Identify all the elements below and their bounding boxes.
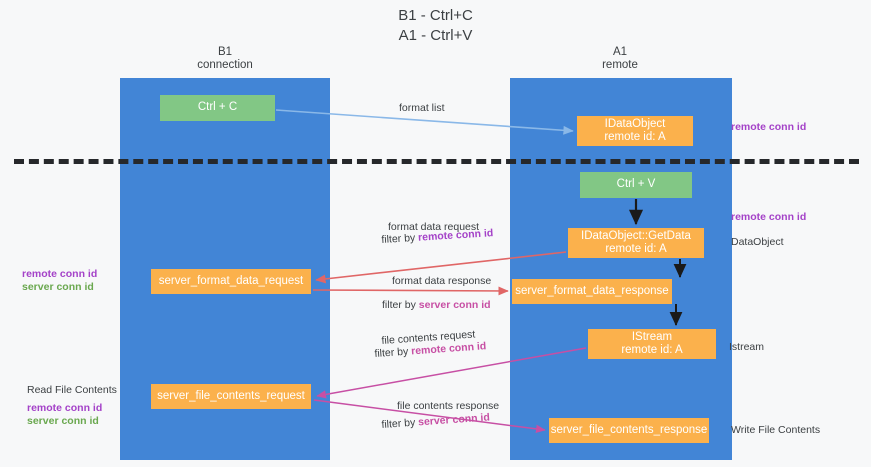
node-server-file-contents-request[interactable]: server_file_contents_request: [151, 384, 311, 409]
filter-key-remote-conn-id-1: remote conn id: [417, 227, 494, 244]
node-getdata-line1: IDataObject::GetData: [581, 229, 691, 242]
filter-key-server-conn-id-2: server conn id: [417, 411, 491, 429]
side-label-remote-conn-id-2: remote conn id: [27, 402, 103, 414]
filter-key-server-conn-id-1: server conn id: [418, 299, 491, 311]
node-server-format-data-request[interactable]: server_format_data_request: [151, 269, 311, 294]
node-server-format-data-response[interactable]: server_format_data_response: [512, 279, 672, 304]
node-ctrl-v[interactable]: Ctrl + V: [580, 172, 692, 198]
side-label-server-conn-id-2: server conn id: [27, 415, 99, 427]
lane-header-a1-sub: remote: [602, 59, 638, 71]
side-label-write-file-contents: Write File Contents: [731, 424, 821, 436]
node-idataobject-line2: remote id: A: [604, 131, 666, 143]
node-ctrl-c-label: Ctrl + C: [197, 101, 238, 114]
side-label-server-conn-id-1: server conn id: [22, 281, 94, 293]
node-istream[interactable]: IStream remote id: A: [588, 329, 716, 359]
side-label-conn-ids-bottom: remote conn id server conn id: [27, 402, 102, 428]
node-idataobject-line1: IDataObject: [604, 117, 666, 130]
node-sfcres-label: server_file_contents_response: [550, 423, 708, 436]
node-sfcreq-label: server_file_contents_request: [157, 389, 305, 402]
node-getdata-line2: remote id: A: [605, 243, 667, 255]
filter-prefix-2: filter by: [382, 299, 419, 311]
filter-prefix-1: filter by: [381, 231, 419, 246]
side-label-conn-ids-mid: remote conn id server conn id: [22, 268, 97, 294]
connector-format-data-response: [312, 286, 509, 296]
filter-prefix-4: filter by: [381, 416, 419, 431]
title-line-2: A1 - Ctrl+V: [398, 27, 473, 44]
side-label-istream: Istream: [729, 341, 765, 353]
filter-key-remote-conn-id-2: remote conn id: [410, 340, 487, 358]
lane-header-b1-sub: connection: [197, 59, 253, 71]
side-label-remote-conn-id-1: remote conn id: [22, 268, 98, 280]
page-title: B1 - Ctrl+C A1 - Ctrl+V: [0, 6, 871, 46]
node-idataobject[interactable]: IDataObject remote id: A: [577, 116, 693, 146]
lane-header-b1-name: B1: [217, 46, 233, 58]
side-label-remote-conn-id-top: remote conn id: [731, 121, 807, 133]
edge-label-format-data-response: format data response: [392, 275, 492, 287]
node-sfdreq-label: server_format_data_request: [158, 274, 304, 287]
section-divider: [14, 159, 859, 164]
lane-header-a1: A1 remote: [545, 46, 695, 72]
edge-label-format-data-response-filter: filter by server conn id: [382, 298, 491, 312]
side-label-dataobject: DataObject: [731, 236, 784, 248]
node-istream-line2: remote id: A: [621, 344, 683, 356]
node-istream-line1: IStream: [631, 330, 673, 343]
node-server-file-contents-response[interactable]: server_file_contents_response: [549, 418, 709, 443]
node-ctrl-v-label: Ctrl + V: [616, 178, 656, 191]
side-label-remote-conn-id-mid: remote conn id: [731, 211, 807, 223]
side-label-read-file-contents: Read File Contents: [27, 384, 117, 396]
node-idataobject-getdata[interactable]: IDataObject::GetData remote id: A: [568, 228, 704, 258]
edge-label-format-data-request: format data request: [388, 221, 480, 233]
edge-label-file-contents-response: file contents response: [397, 400, 500, 412]
title-line-1: B1 - Ctrl+C: [398, 7, 473, 24]
lane-header-b1: B1 connection: [150, 46, 300, 72]
edge-label-format-list: format list: [399, 102, 445, 114]
edge-label-file-contents-response-filter: filter by server conn id: [381, 410, 490, 432]
node-ctrl-c[interactable]: Ctrl + C: [160, 95, 275, 121]
node-sfdres-label: server_format_data_response: [515, 284, 669, 297]
filter-prefix-3: filter by: [374, 345, 412, 360]
lane-header-a1-name: A1: [612, 46, 628, 58]
